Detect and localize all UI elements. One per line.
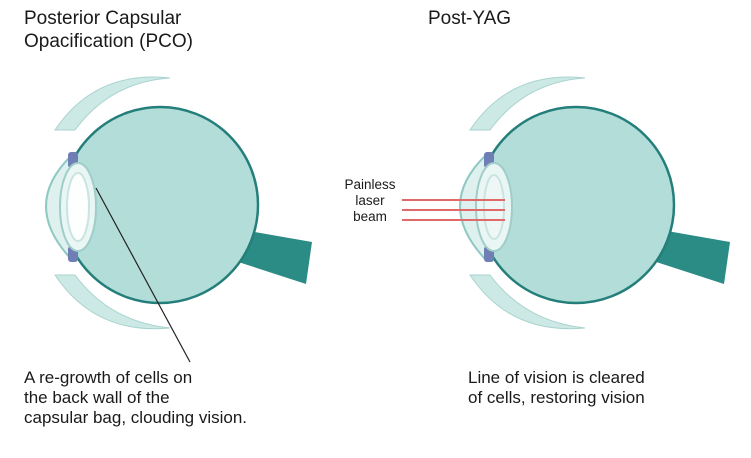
laser-label-line2: laser (355, 193, 385, 208)
left-title-line2: Opacification (PCO) (24, 31, 193, 52)
left-title-line1: Posterior Capsular (24, 8, 182, 29)
lens-cloudy (66, 172, 90, 242)
right-caption-line2: of cells, restoring vision (468, 388, 645, 407)
upper-eyelid (54, 76, 171, 131)
lens-clear (483, 174, 505, 240)
pco-eye-diagram (45, 76, 312, 363)
post-yag-eye-diagram (459, 76, 730, 330)
right-title: Post-YAG (428, 8, 512, 29)
left-caption-line1: A re-growth of cells on (24, 368, 193, 387)
laser-label-line3: beam (353, 209, 387, 224)
upper-eyelid (469, 76, 586, 131)
lower-eyelid (469, 274, 586, 330)
right-caption-line1: Line of vision is cleared (468, 368, 645, 387)
pointer-line (95, 187, 191, 363)
laser-beams (402, 199, 505, 221)
left-caption-line2: the back wall of the (24, 388, 170, 407)
laser-label-line1: Painless (344, 177, 396, 192)
left-caption-line3: capsular bag, clouding vision. (24, 408, 248, 427)
lower-eyelid (54, 274, 171, 330)
